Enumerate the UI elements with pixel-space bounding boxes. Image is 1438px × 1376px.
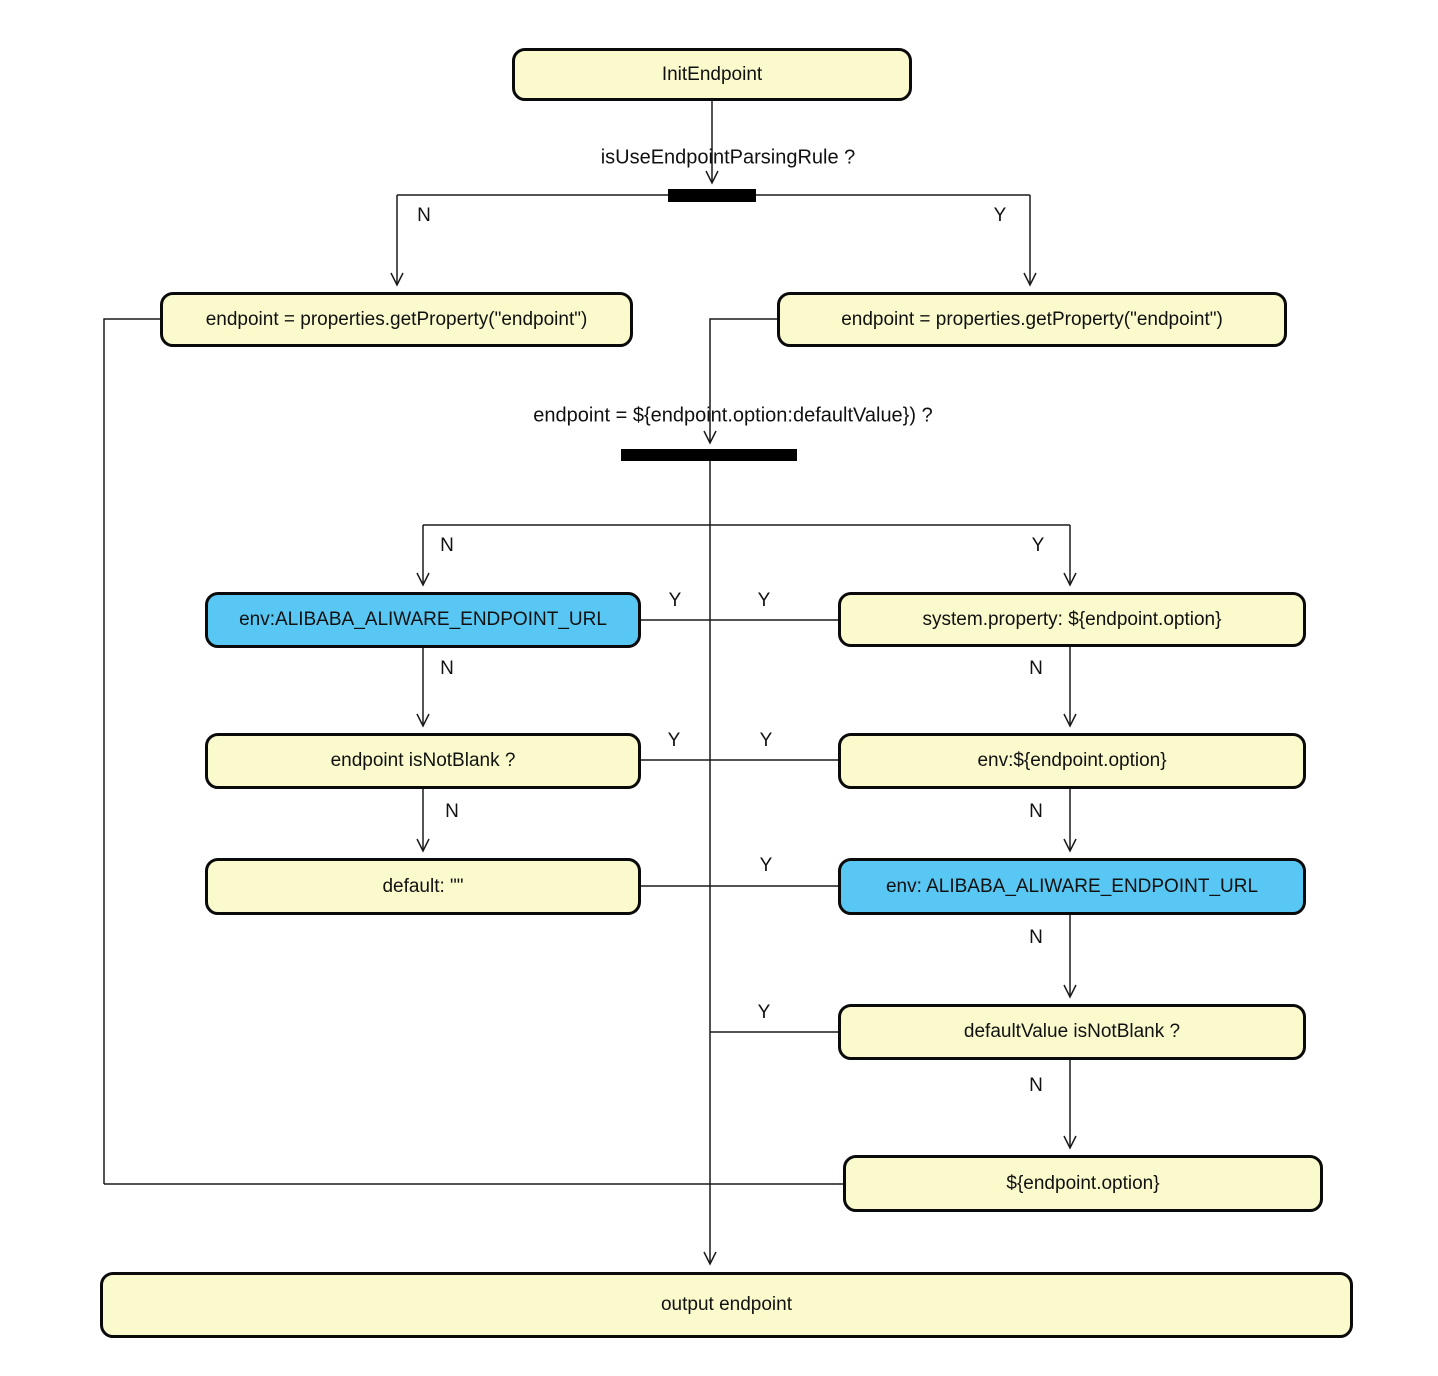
branch-label-yes: Y bbox=[757, 1002, 771, 1023]
branch-label-yes: Y bbox=[759, 855, 773, 876]
branch-label-no: N bbox=[440, 535, 454, 556]
node-output-endpoint: output endpoint bbox=[100, 1272, 1353, 1338]
branch-label-yes: Y bbox=[993, 205, 1007, 226]
branch-label-yes: Y bbox=[759, 730, 773, 751]
node-env-alibaba-right: env: ALIBABA_ALIWARE_ENDPOINT_URL bbox=[838, 858, 1306, 915]
node-endpoint-option: ${endpoint.option} bbox=[843, 1155, 1323, 1212]
branch-label-no: N bbox=[1029, 801, 1043, 822]
node-endpoint-is-not-blank: endpoint isNotBlank ? bbox=[205, 733, 641, 789]
branch-label-yes: Y bbox=[668, 590, 682, 611]
branch-label-no: N bbox=[1029, 658, 1043, 679]
decision-label-is-use-endpoint-parsing-rule: isUseEndpointParsingRule ? bbox=[600, 146, 856, 169]
fork-bar-2 bbox=[621, 449, 797, 461]
branch-label-no: N bbox=[417, 205, 431, 226]
node-init-endpoint: InitEndpoint bbox=[512, 48, 912, 101]
branch-label-yes: Y bbox=[1031, 535, 1045, 556]
node-env-alibaba-left: env:ALIBABA_ALIWARE_ENDPOINT_URL bbox=[205, 592, 641, 648]
decision-label-endpoint-pattern: endpoint = ${endpoint.option:defaultValu… bbox=[533, 404, 933, 427]
branch-label-no: N bbox=[1029, 927, 1043, 948]
fork-bar-1 bbox=[668, 189, 756, 202]
branch-label-yes: Y bbox=[667, 730, 681, 751]
node-system-property: system.property: ${endpoint.option} bbox=[838, 592, 1306, 647]
branch-label-no: N bbox=[1029, 1075, 1043, 1096]
node-get-property-right: endpoint = properties.getProperty("endpo… bbox=[777, 292, 1287, 347]
branch-label-yes: Y bbox=[757, 590, 771, 611]
node-default-value-is-not-blank: defaultValue isNotBlank ? bbox=[838, 1004, 1306, 1060]
branch-label-no: N bbox=[440, 658, 454, 679]
node-default-empty: default: "" bbox=[205, 858, 641, 915]
node-env-endpoint-option: env:${endpoint.option} bbox=[838, 733, 1306, 789]
node-get-property-left: endpoint = properties.getProperty("endpo… bbox=[160, 292, 633, 347]
branch-label-no: N bbox=[445, 801, 459, 822]
edges-group bbox=[103, 101, 1077, 1266]
